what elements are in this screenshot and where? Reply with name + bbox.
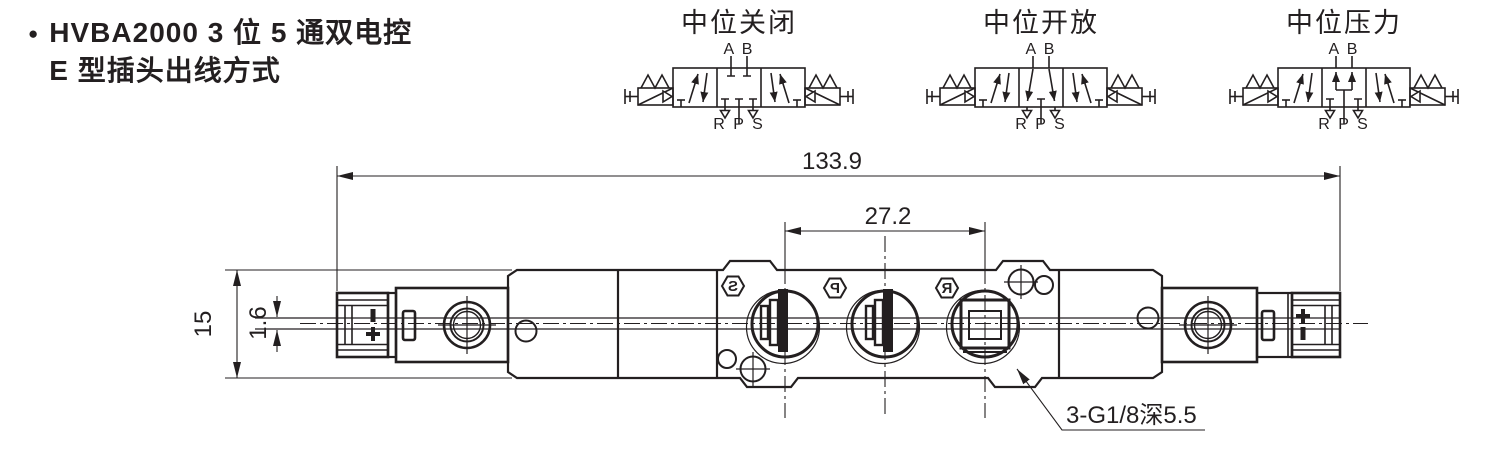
dimension-body-height: 15	[190, 269, 512, 379]
dimension-port-spacing: 27.2	[784, 203, 986, 268]
valve-outline-drawing: S P R	[190, 148, 1368, 431]
port-1	[745, 289, 821, 365]
port-thread-note: 3-G1/8深5.5	[1066, 402, 1197, 429]
product-title-line1: HVBA2000 3 位 5 通双电控	[49, 17, 413, 48]
dim-text-spacing: 27.2	[865, 203, 912, 230]
symbol-title: 中位开放	[983, 8, 1099, 38]
bullet-icon: ●	[28, 24, 40, 43]
top-port-labels: A B	[1026, 41, 1057, 58]
product-title-line2: E 型插头出线方式	[49, 55, 281, 86]
polarity-bar-icon	[370, 309, 376, 322]
bottom-port-labels: R P S	[1318, 116, 1370, 133]
body-section-lines	[616, 270, 1061, 378]
polarity-plus-icon	[1296, 309, 1310, 323]
top-port-labels: A B	[724, 41, 755, 58]
right-solenoid	[1160, 286, 1294, 364]
valve-body-outline	[506, 259, 1164, 389]
dim-text-overall: 133.9	[802, 148, 862, 175]
pneumatic-symbol-center-pressure: 中位压力 A B R P S	[1230, 8, 1458, 133]
polarity-plus-icon	[366, 327, 380, 341]
right-e-plug	[1290, 291, 1342, 359]
pneumatic-symbol-center-closed: 中位关闭 A B R P S	[625, 8, 853, 133]
hex-port-marker-p: P	[822, 277, 848, 299]
port-thread-callout: 3-G1/8深5.5	[1016, 368, 1205, 431]
polarity-bar-icon	[1300, 327, 1306, 340]
left-body-hole	[514, 319, 538, 343]
bottom-port-labels: R P S	[1015, 116, 1067, 133]
port-letter-s: S	[728, 278, 738, 295]
dim-text-height: 15	[190, 311, 217, 338]
dimension-overall-length: 133.9	[336, 148, 1341, 291]
left-manual-override	[438, 296, 496, 354]
right-body-hole	[1136, 306, 1160, 330]
product-title-block: ● HVBA2000 3 位 5 通双电控 E 型插头出线方式	[28, 14, 412, 90]
right-manual-override	[1179, 296, 1237, 354]
symbol-title: 中位关闭	[681, 8, 797, 38]
left-solenoid	[394, 286, 510, 364]
dim-text-slot: 1.6	[245, 306, 272, 339]
symbol-title: 中位压力	[1286, 8, 1402, 38]
hex-port-marker-r: R	[934, 277, 960, 299]
left-e-plug	[335, 291, 398, 359]
port-2	[845, 289, 921, 365]
pneumatic-symbol-center-open: 中位开放 A B R P S	[927, 8, 1155, 133]
bottom-port-labels: R P S	[713, 116, 765, 133]
left-label-slot	[401, 309, 417, 342]
top-port-labels: A B	[1329, 41, 1360, 58]
right-label-slot	[1260, 309, 1276, 342]
mounting-holes	[717, 265, 1054, 386]
port-3	[945, 289, 1021, 365]
dimension-slot-height: 1.6	[245, 296, 281, 352]
hex-port-marker-s: S	[720, 275, 746, 297]
port-letter-r: R	[941, 280, 952, 297]
port-letter-p: P	[830, 280, 840, 297]
